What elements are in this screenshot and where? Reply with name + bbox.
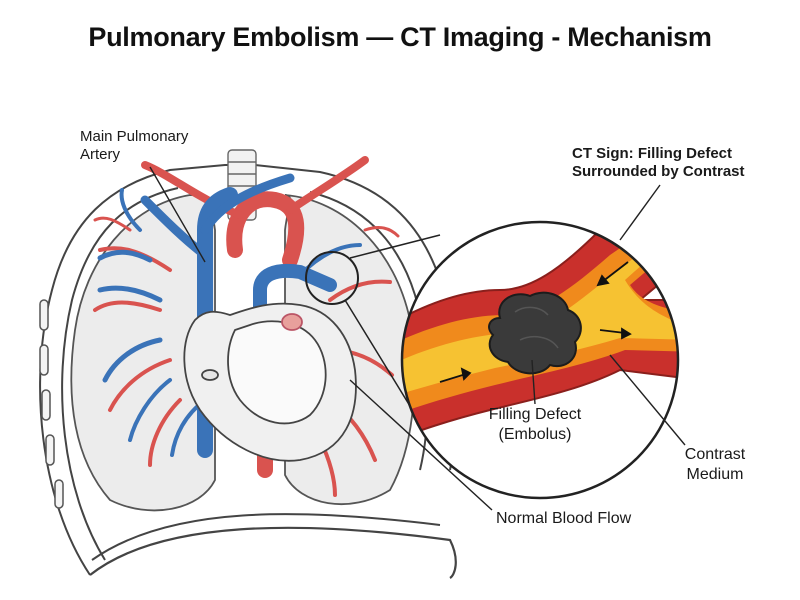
leader-filling-defect bbox=[531, 359, 536, 405]
leader-normal-flow bbox=[349, 379, 493, 511]
leader-contrast bbox=[609, 354, 686, 446]
label-normal-blood-flow: Normal Blood Flow bbox=[496, 510, 632, 527]
leader-ct-sign bbox=[619, 184, 661, 241]
label-filling-defect: Filling Defect (Embolus) bbox=[488, 406, 582, 443]
rib-segments bbox=[39, 299, 64, 509]
zoom-circle bbox=[400, 220, 680, 500]
zoom-source-circle bbox=[305, 251, 359, 305]
leader-main-artery bbox=[149, 166, 206, 263]
heart bbox=[183, 302, 357, 462]
label-main-pulmonary-artery: Main Pulmonary Artery bbox=[80, 128, 189, 163]
label-ct-sign: CT Sign: Filling Defect Surrounded by Co… bbox=[572, 145, 745, 180]
zoom-line-top bbox=[349, 234, 441, 259]
embolus bbox=[488, 291, 582, 375]
page-title: Pulmonary Embolism — CT Imaging - Mechan… bbox=[88, 22, 712, 52]
leader-lines bbox=[149, 166, 686, 511]
label-contrast-medium: Contrast Medium bbox=[684, 446, 746, 483]
